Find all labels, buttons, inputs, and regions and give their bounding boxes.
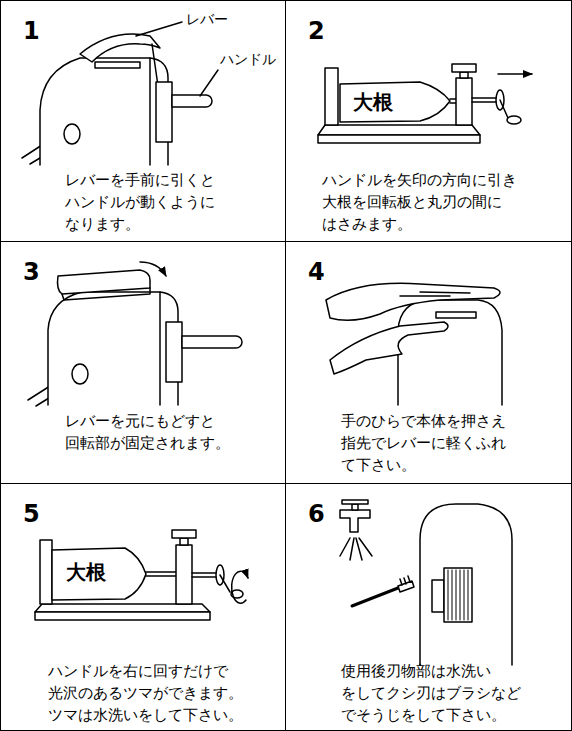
spindle (146, 572, 176, 576)
water (340, 538, 372, 560)
step-panel: 6 使用後刃物部は水洗い をしてクシ刃はブラシなど でそうじをして下さい。 (285, 483, 572, 731)
handle (172, 95, 212, 107)
base-top (318, 125, 480, 135)
crank-arm (500, 100, 508, 118)
step-caption: レバーを元にもどすと 回転部が固定されます。 (65, 410, 280, 454)
leader-line (200, 70, 218, 96)
shaft-end (64, 124, 80, 144)
pull-arrow (498, 73, 532, 75)
drawing (22, 22, 532, 665)
leader-line (136, 22, 182, 36)
knob (172, 530, 196, 538)
part-label: レバー (186, 12, 228, 27)
step-caption: ハンドルを右に回すだけで 光沢のあるツマができます。 ツマは水洗いをして下さい。 (48, 660, 263, 726)
housing (398, 300, 502, 405)
knob-stem (180, 538, 188, 545)
step-caption: ハンドルを矢印の方向に引き 大根を回転板と丸刃の間に はさみます。 (322, 169, 537, 235)
knob-stem (460, 72, 468, 78)
lever-edge (62, 288, 150, 300)
finger-line (400, 292, 470, 296)
step-caption: 使用後刃物部は水洗い をしてクシ刃はブラシなど でそうじをして下さい。 (341, 660, 556, 726)
step-number: 5 (23, 502, 40, 526)
left-post (40, 540, 52, 604)
faucet-stem (352, 504, 358, 510)
step-panel: 1 レバーを手前に引くと ハンドルが動くように なります。 (0, 0, 286, 242)
step-number: 3 (23, 260, 40, 284)
rotate-arrow (232, 571, 248, 603)
step-number: 4 (308, 260, 325, 284)
step-panel: 3 レバーを元にもどすと 回転部が固定されます。 (0, 241, 286, 484)
spindle (472, 98, 498, 102)
left-post (325, 68, 338, 125)
lower-hand (330, 322, 448, 374)
blade-holder (456, 78, 472, 125)
comb-teeth (448, 570, 468, 620)
spindle (192, 573, 218, 577)
lever-rod (152, 44, 158, 86)
spindle (450, 99, 456, 103)
step-panel: 4 手のひらで本体を押さえ 指先でレバーに軽くふれ て下さい。 (285, 241, 572, 484)
step-caption: 手のひらで本体を押さえ 指先でレバーに軽くふれ て下さい。 (341, 410, 556, 476)
lever-slot (436, 312, 476, 318)
housing-edge (149, 58, 151, 165)
step-number: 2 (308, 19, 325, 43)
step-panel: 5 ハンドルを右に回すだけで 光沢のあるツマができます。 ツマは水洗いをして下さい… (0, 483, 286, 731)
crank-arm (166, 322, 182, 382)
knob (452, 64, 476, 72)
base-front (318, 135, 480, 143)
step-panel: 2 ハンドルを矢印の方向に引き 大根を回転板と丸刃の間に はさみます。 (285, 0, 572, 242)
shaft-end (72, 364, 88, 384)
handle (182, 336, 242, 348)
crank-arm (156, 82, 172, 142)
blade-holder (176, 545, 192, 604)
step-number: 1 (23, 19, 40, 43)
crank-knob (507, 116, 521, 124)
crank-arm (220, 575, 230, 592)
part-label: ハンドル (220, 52, 276, 67)
step-caption: レバーを手前に引くと ハンドルが動くように なります。 (65, 169, 280, 235)
base-front (35, 612, 210, 620)
upper-hand (326, 283, 500, 320)
blade-plate (432, 580, 444, 612)
lever (58, 270, 151, 294)
base-top (35, 604, 210, 612)
housing (420, 504, 512, 665)
daikon (340, 82, 450, 122)
comb-blade (444, 568, 472, 622)
housing-edge (159, 292, 161, 405)
housing (40, 58, 168, 165)
lever (80, 34, 160, 62)
faucet-handle (342, 500, 368, 504)
faucet (340, 510, 370, 532)
daikon-label: 大根 (353, 91, 393, 113)
bristles (400, 576, 410, 585)
daikon (52, 548, 146, 600)
step-number: 6 (308, 502, 325, 526)
housing (48, 292, 178, 405)
turn-arrow (140, 262, 166, 276)
daikon-label: 大根 (66, 561, 106, 583)
lever-slot (95, 62, 140, 68)
brush-handle (352, 588, 398, 606)
